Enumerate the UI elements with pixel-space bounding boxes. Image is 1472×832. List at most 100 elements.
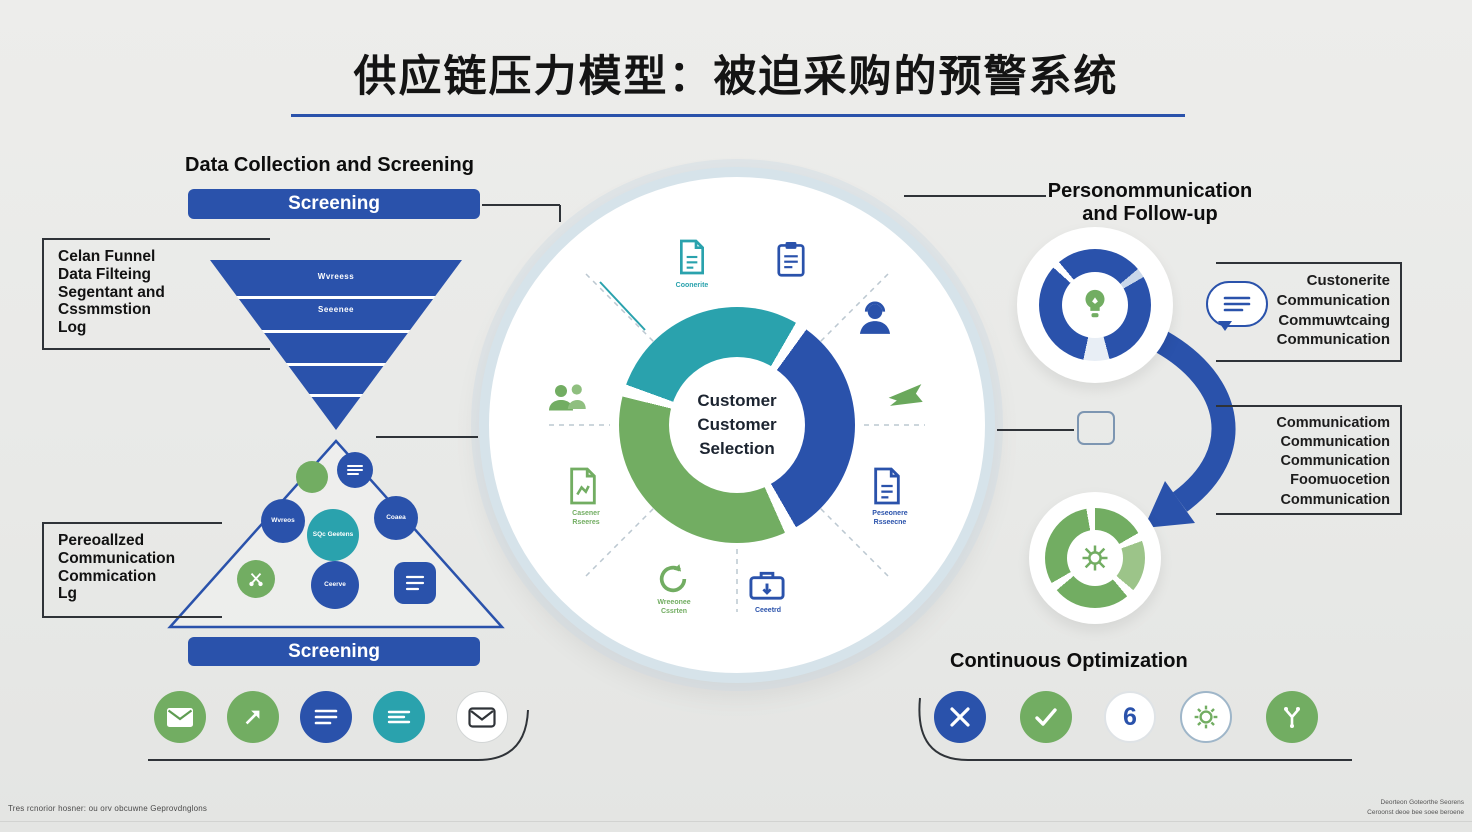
- stage-icon-wrap: [656, 562, 690, 601]
- communication-label-box-2: Communicatiom Communication Communicatio…: [1216, 405, 1402, 515]
- segment-dot-blue: Wvreos: [261, 499, 305, 543]
- gear-icon: [1194, 705, 1218, 729]
- flag-icon: [888, 384, 923, 406]
- label-line: Commuwtcaing: [1278, 311, 1390, 329]
- label-line: Communication: [1276, 291, 1390, 309]
- communication-badge: [1017, 227, 1173, 383]
- label-line: Communication: [1280, 434, 1390, 451]
- segment-dot-label: Ceerve: [324, 581, 346, 589]
- envelope-outline-icon: [468, 706, 496, 728]
- label-line: Foomuocetion: [1290, 472, 1390, 489]
- customer-selection-donut: Customer Customer Selection: [619, 307, 855, 543]
- segment-dot-label: Coaea: [386, 514, 406, 522]
- label-line: Communication: [1280, 453, 1390, 470]
- dashed-divider-lines: [549, 273, 925, 612]
- heading-line: Personommunication: [1047, 180, 1253, 202]
- square-outline-icon: [1077, 411, 1115, 445]
- list-icon: [347, 465, 363, 475]
- stage-icon-wrap: [884, 380, 926, 415]
- document-teal-icon: [680, 239, 704, 275]
- channel-list-badge: [300, 691, 352, 743]
- badge-center: [1067, 530, 1123, 586]
- page-title: 供应链压力模型：被迫采购的预警系统: [353, 53, 1119, 101]
- opt-branch-badge: [1266, 691, 1318, 743]
- stage-icon-wrap: [676, 238, 708, 281]
- funnel-segment-label: Seeenee: [318, 305, 354, 314]
- channel-email-badge: [154, 691, 206, 743]
- label-line: Segentant and: [58, 283, 165, 301]
- stage-caption: Coonerite: [675, 282, 709, 289]
- list-icon: [314, 709, 338, 725]
- donut-center-line: Customer: [697, 415, 777, 435]
- clipboard-icon: [777, 242, 805, 277]
- right-icons-connector-curve: [918, 697, 1352, 761]
- scissors-icon: [249, 572, 263, 587]
- opt-gear-badge: [1180, 691, 1232, 743]
- segment-dot-blue: Ceerve: [311, 561, 359, 609]
- communication-label-box-1: Custonerite Communication Commuwtcaing C…: [1216, 262, 1402, 362]
- left-icons-connector-curve: [148, 709, 529, 761]
- teal-accent-line: [599, 281, 646, 331]
- screening-banner-bottom: Screening: [188, 637, 480, 666]
- footer-note-left: Tres rcnorior hosner: ou orv obcuwne Gep…: [8, 804, 208, 813]
- donut-center-line: Selection: [699, 438, 775, 458]
- branch-icon: [1284, 707, 1300, 728]
- label-line: Communication: [1276, 331, 1390, 349]
- stage-caption: Peseonere Rsseecne: [872, 510, 908, 527]
- lightbulb-icon: [1085, 289, 1105, 318]
- label-line: Commication: [58, 567, 157, 585]
- envelope-icon: [167, 707, 193, 727]
- segment-dot-teal: SQc Geetens: [307, 509, 359, 561]
- label-line: Custonerite: [1306, 272, 1390, 289]
- document-blue-icon: [874, 467, 900, 505]
- opt-close-badge: [934, 691, 986, 743]
- segment-dot-list: [337, 452, 373, 488]
- arrow-up-right-icon: [245, 710, 260, 725]
- donut-center-line: Customer: [697, 391, 777, 411]
- channel-mail-outline-badge: [456, 691, 508, 743]
- channel-notes-badge: [373, 691, 425, 743]
- six-label: 6: [1123, 702, 1137, 731]
- gear-burst-icon: [1082, 545, 1108, 571]
- badge-ring: [1039, 249, 1151, 361]
- opt-check-badge: [1020, 691, 1072, 743]
- label-line: Communication: [58, 549, 176, 567]
- segment-dot-blue: Coaea: [374, 496, 418, 540]
- briefcase-icon: [749, 571, 785, 600]
- check-icon: [1035, 708, 1057, 726]
- personalized-communication-label-box: Pereoallzed Communication Commication Lg: [42, 522, 222, 618]
- blue-curved-arrow: [1144, 331, 1236, 528]
- optimization-heading: Continuous Optimization: [950, 650, 1188, 672]
- screening-banner-bottom-label: Screening: [288, 640, 380, 662]
- segment-tile-list: [394, 562, 436, 604]
- segment-dot-green: [296, 461, 328, 493]
- people-icon: [549, 384, 586, 411]
- badge-center: [1062, 272, 1128, 338]
- right-section-heading: Personommunication and Follow-up: [1010, 180, 1290, 226]
- badge-ring: [1045, 508, 1145, 608]
- x-icon: [950, 707, 970, 727]
- left-section-heading: Data Collection and Screening: [185, 154, 474, 176]
- footer-note-right: Deorteon Goteorthe Seorens Ceroonst deoe…: [1367, 799, 1464, 816]
- support-person-icon: [859, 301, 891, 334]
- segment-dot-label: SQc Geetens: [312, 531, 354, 539]
- document-green-icon: [570, 467, 596, 505]
- stage-icon-wrap: [774, 240, 808, 283]
- heading-line: and Follow-up: [1082, 203, 1218, 225]
- channel-send-badge: [227, 691, 279, 743]
- speech-bubble-icon: [1206, 281, 1268, 331]
- stage-caption: Wreeonee Cssrten: [657, 599, 691, 616]
- title-underline: [291, 114, 1185, 117]
- stage-icon-wrap: [546, 380, 588, 419]
- label-line: Pereoallzed: [58, 532, 145, 549]
- segment-dot-label: Wvreos: [271, 517, 295, 525]
- bubble-lines-icon: [1223, 296, 1251, 312]
- funnel-segment-label: Wvreess: [317, 272, 355, 281]
- segment-dot-scissors: [237, 560, 275, 598]
- donut-center: Customer Customer Selection: [669, 357, 805, 493]
- screening-banner-top: Screening: [188, 189, 480, 219]
- label-line: Data Filteing: [58, 265, 152, 283]
- bottom-divider: [0, 821, 1472, 822]
- label-line: Cssmmstion: [58, 301, 152, 319]
